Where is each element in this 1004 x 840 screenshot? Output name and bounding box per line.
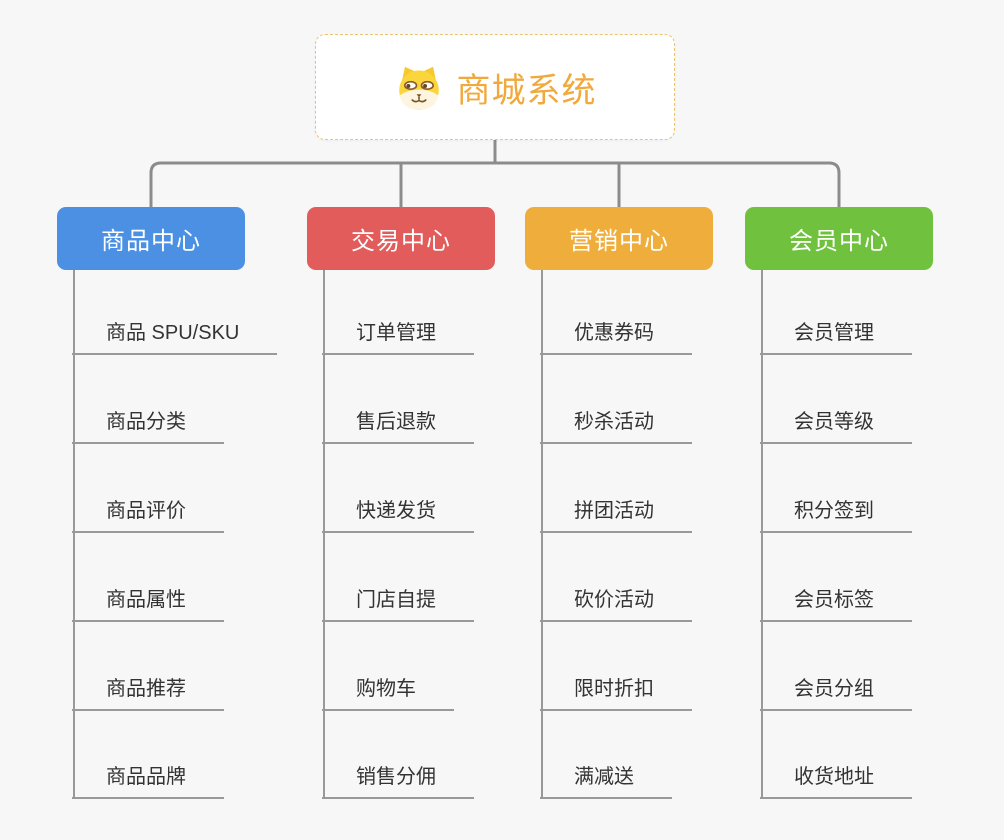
list-item[interactable]: 商品品牌 [72,764,224,799]
branch-label: 会员中心 [789,228,889,255]
list-item[interactable]: 商品评价 [72,498,224,533]
list-item[interactable]: 门店自提 [322,587,474,622]
list-item[interactable]: 售后退款 [322,409,474,444]
horizontal-connector-line [149,161,841,207]
list-item[interactable]: 积分签到 [760,498,912,533]
branch-label: 商品中心 [101,228,201,255]
list-item[interactable]: 会员分组 [760,676,912,711]
trunk-line [73,270,75,799]
list-item[interactable]: 购物车 [322,676,454,711]
branch-label: 营销中心 [569,228,669,255]
branch-items-trade-center: 订单管理 售后退款 快递发货 门店自提 购物车 销售分佣 [307,270,557,815]
branch-node-product-center[interactable]: 商品中心 [57,207,245,270]
branch-node-member-center[interactable]: 会员中心 [745,207,933,270]
list-item[interactable]: 收货地址 [760,764,912,799]
trunk-line [541,270,543,799]
list-item[interactable]: 商品推荐 [72,676,224,711]
list-item[interactable]: 商品分类 [72,409,224,444]
list-item[interactable]: 限时折扣 [540,676,692,711]
list-item[interactable]: 销售分佣 [322,764,474,799]
root-title: 商城系统 [456,71,597,110]
branch-label: 交易中心 [351,228,451,255]
list-item[interactable]: 会员等级 [760,409,912,444]
branch-node-marketing-center[interactable]: 营销中心 [525,207,713,270]
trunk-line [761,270,763,799]
list-item[interactable]: 砍价活动 [540,587,692,622]
branch-items-product-center: 商品 SPU/SKU 商品分类 商品评价 商品属性 商品推荐 商品品牌 [57,270,307,815]
list-item[interactable]: 订单管理 [322,320,474,355]
list-item[interactable]: 快递发货 [322,498,474,533]
list-item[interactable]: 商品 SPU/SKU [72,320,278,355]
list-item[interactable]: 商品属性 [72,587,224,622]
list-item[interactable]: 会员管理 [760,320,912,355]
list-item[interactable]: 会员标签 [760,587,912,622]
root-node[interactable]: 商城系统 [315,34,675,140]
shiba-dog-face-icon [398,66,439,110]
branch-node-trade-center[interactable]: 交易中心 [307,207,495,270]
branch-items-marketing-center: 优惠券码 秒杀活动 拼团活动 砍价活动 限时折扣 满减送 [525,270,775,815]
branch-items-member-center: 会员管理 会员等级 积分签到 会员标签 会员分组 收货地址 [745,270,995,815]
trunk-line [323,270,325,799]
list-item[interactable]: 满减送 [540,764,672,799]
list-item[interactable]: 拼团活动 [540,498,692,533]
list-item[interactable]: 秒杀活动 [540,409,692,444]
list-item[interactable]: 优惠券码 [540,320,692,355]
